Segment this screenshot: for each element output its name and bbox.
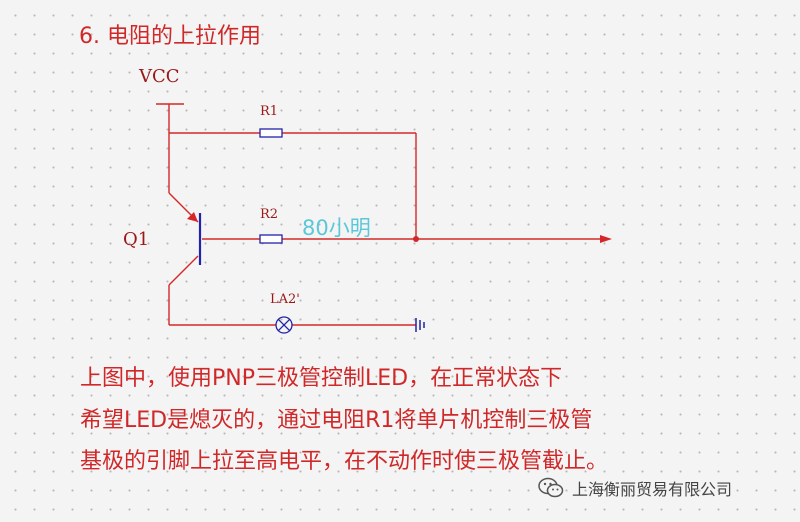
watermark-text: 80小明 [302, 216, 371, 240]
vcc-label: VCC [139, 66, 180, 87]
q1-collector-leg [168, 255, 199, 286]
q1-label: Q1 [123, 229, 150, 250]
description-line-1: 上图中，使用PNP三极管控制LED，在正常状态下 [80, 366, 563, 391]
section-title: 6. 电阻的上拉作用 [79, 24, 261, 49]
la2-lamp [275, 316, 293, 334]
description-line-3: 基极的引脚上拉至高电平，在不动作时使三极管截止。 [80, 449, 609, 474]
ground-symbol [415, 318, 425, 332]
la2-label: LA2' [270, 292, 300, 307]
r1-resistor [259, 128, 283, 138]
description-line-2: 希望LED是熄灭的，通过电阻R1将单片机控制三极管 [80, 408, 593, 433]
footer-brand: 上海衡丽贸易有限公司 [538, 476, 732, 500]
r1-label: R1 [260, 104, 279, 119]
junction-dot [413, 236, 419, 242]
wechat-icon [538, 477, 564, 498]
r2-label: R2 [260, 207, 279, 222]
brand-name: 上海衡丽贸易有限公司 [572, 480, 733, 499]
output-arrow [600, 235, 612, 243]
r2-resistor [259, 234, 283, 244]
q1-emitter-arrow [187, 212, 198, 222]
